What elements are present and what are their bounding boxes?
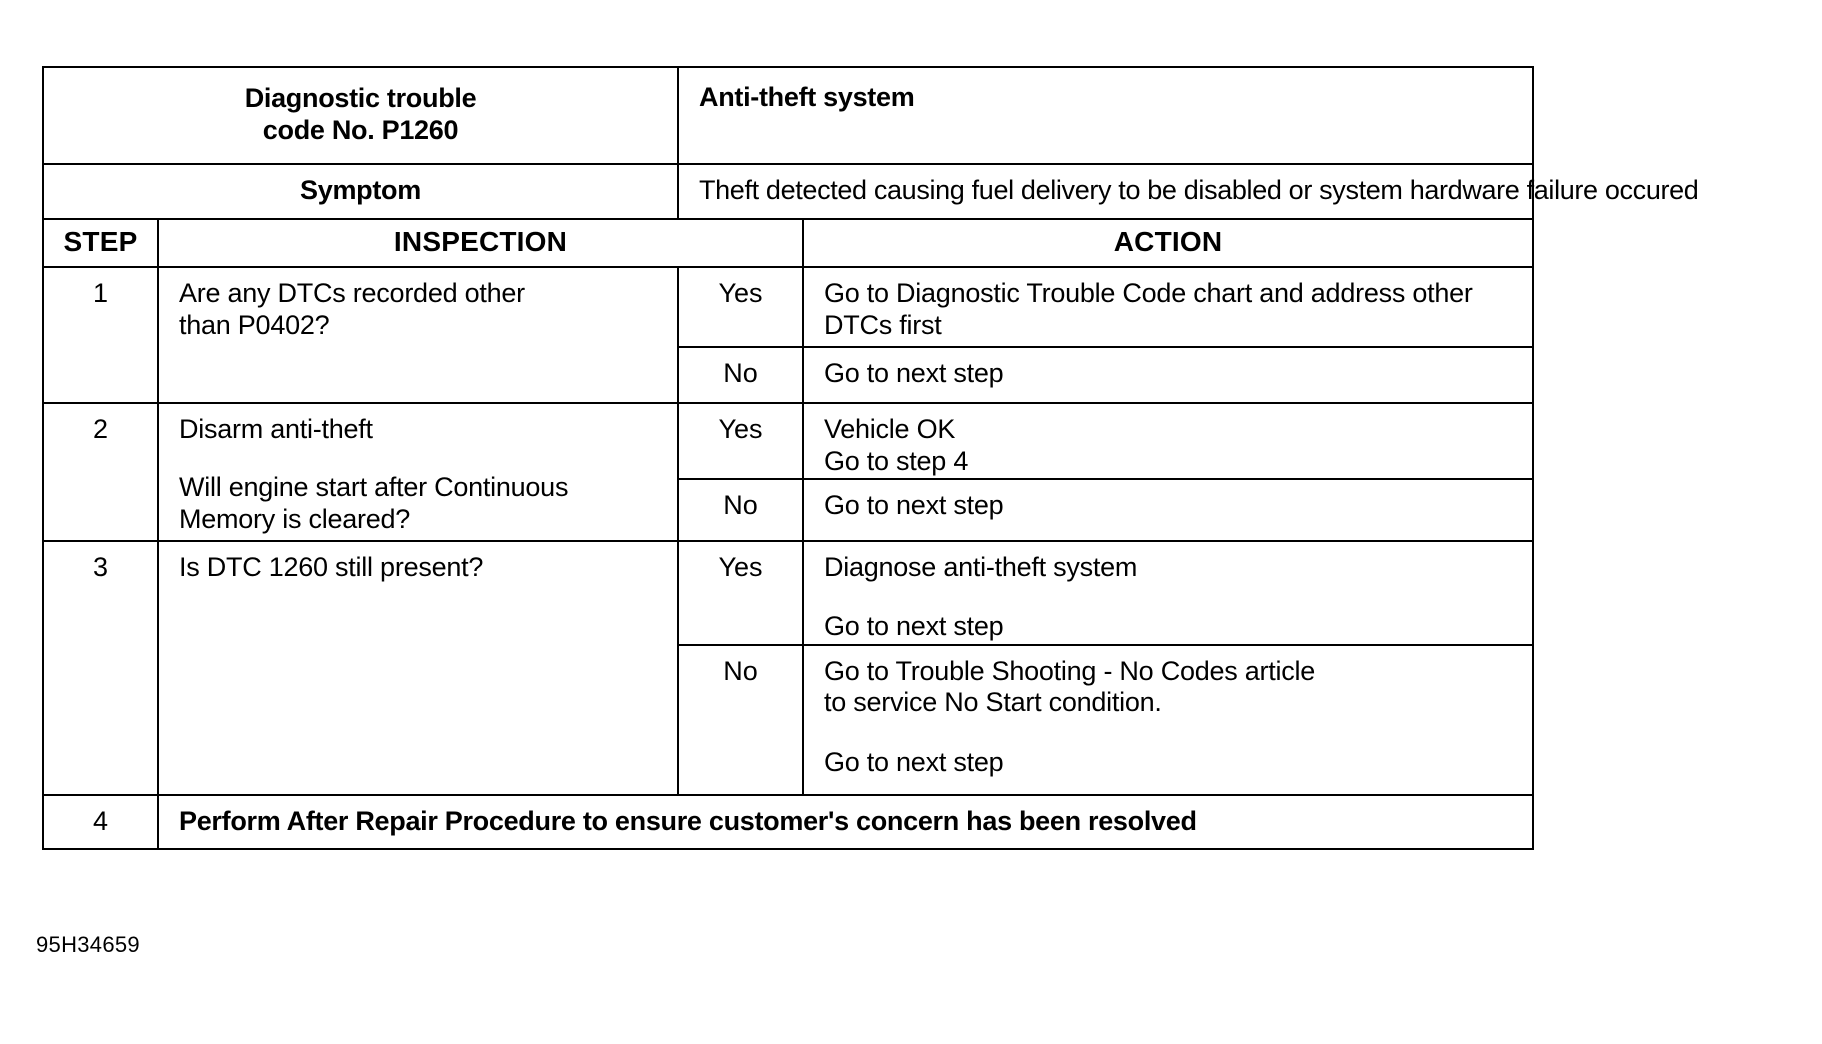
action-text-3-yes: Diagnose anti-theft system Go to next st… bbox=[804, 542, 1532, 644]
column-header-step-cell: STEP bbox=[42, 217, 159, 268]
table-row-column-headers: STEP INSPECTION ACTION bbox=[42, 217, 1534, 268]
answer-no-3: No bbox=[723, 655, 758, 686]
inspection-text-3: Is DTC 1260 still present? bbox=[159, 542, 677, 584]
answer-cell-1-no: No bbox=[677, 345, 804, 404]
inspection-spacer-2 bbox=[179, 446, 665, 472]
step-number-cell-3: 3 bbox=[42, 539, 159, 796]
action-spacer-3no bbox=[824, 719, 1522, 747]
step-number-4: 4 bbox=[92, 805, 109, 836]
action-cell-3-yes: Diagnose anti-theft system Go to next st… bbox=[802, 539, 1534, 646]
action-cell-1-yes: Go to Diagnostic Trouble Code chart and … bbox=[802, 265, 1534, 348]
action-line-3no-c: Go to next step bbox=[824, 747, 1004, 778]
column-header-inspection: INSPECTION bbox=[393, 225, 568, 257]
answer-cell-3-yes: Yes bbox=[677, 539, 804, 646]
action-cell-1-no: Go to next step bbox=[802, 345, 1534, 404]
table-row-symptom: Symptom Theft detected causing fuel deli… bbox=[42, 162, 1699, 220]
dtc-code-line1: Diagnostic trouble bbox=[244, 83, 477, 113]
action-cell-2-yes: Vehicle OK Go to step 4 bbox=[802, 401, 1534, 480]
table-row-step-1-yes: 1 Are any DTCs recorded other than P0402… bbox=[42, 265, 1534, 404]
column-header-action-cell: ACTION bbox=[802, 217, 1534, 268]
action-line-1no-a: Go to next step bbox=[824, 357, 1004, 388]
action-line-3no-a: Go to Trouble Shooting - No Codes articl… bbox=[824, 655, 1316, 686]
column-header-action: ACTION bbox=[1113, 225, 1223, 257]
answer-no-2: No bbox=[723, 489, 758, 520]
column-header-inspection-cell: INSPECTION bbox=[157, 217, 804, 268]
action-line-1yes-a: Go to Diagnostic Trouble Code chart and … bbox=[824, 277, 1473, 308]
action-line-2yes-a: Vehicle OK bbox=[824, 413, 956, 444]
table-row-step-4: 4 Perform After Repair Procedure to ensu… bbox=[42, 793, 1534, 850]
inspection-text-1: Are any DTCs recorded other than P0402? bbox=[159, 268, 677, 342]
action-text-3-no: Go to Trouble Shooting - No Codes articl… bbox=[804, 646, 1532, 780]
dtc-code-cell: Diagnostic trouble code No. P1260 bbox=[42, 66, 679, 165]
action-line-1yes-b: DTCs first bbox=[824, 309, 942, 340]
system-name: Anti-theft system bbox=[699, 82, 915, 112]
step-number-3: 3 bbox=[92, 551, 109, 582]
symptom-text: Theft detected causing fuel delivery to … bbox=[699, 174, 1699, 205]
diagnostic-trouble-code-table: Diagnostic trouble code No. P1260 Anti-t… bbox=[42, 66, 1699, 850]
dtc-code-line2: code No. P1260 bbox=[262, 115, 459, 146]
action-spacer-3yes bbox=[824, 583, 1522, 611]
inspection-line-2b: Will engine start after Continuous bbox=[179, 471, 569, 502]
table-row-step-1-no: No Go to next step bbox=[43, 345, 1534, 404]
action-cell-3-no: Go to Trouble Shooting - No Codes articl… bbox=[802, 643, 1534, 796]
answer-yes-3: Yes bbox=[718, 551, 763, 582]
inspection-line-2a: Disarm anti-theft bbox=[179, 413, 373, 444]
table-row-step-2-yes: 2 Disarm anti-theft Will engine start af… bbox=[42, 401, 1534, 542]
symptom-label: Symptom bbox=[300, 174, 421, 205]
answer-no-1: No bbox=[723, 357, 758, 388]
answer-cell-2-no: No bbox=[677, 477, 804, 542]
inspection-line-3a: Is DTC 1260 still present? bbox=[179, 551, 484, 582]
action-line-3yes-a: Diagnose anti-theft system bbox=[824, 551, 1138, 582]
final-instruction-text: Perform After Repair Procedure to ensure… bbox=[179, 805, 1197, 836]
step-number-2: 2 bbox=[92, 413, 109, 444]
inspection-line-2c: Memory is cleared? bbox=[179, 503, 411, 534]
answer-cell-2-yes: Yes bbox=[677, 401, 804, 480]
inspection-line-1b: than P0402? bbox=[179, 309, 330, 340]
answer-cell-3-no: No bbox=[677, 643, 804, 796]
final-instruction-cell: Perform After Repair Procedure to ensure… bbox=[157, 793, 1534, 850]
step-number-1: 1 bbox=[92, 277, 109, 308]
table-row-step-3-yes: 3 Is DTC 1260 still present? Yes Diagnos… bbox=[42, 539, 1534, 796]
symptom-label-cell: Symptom bbox=[42, 162, 679, 220]
inspection-cell-3: Is DTC 1260 still present? bbox=[157, 539, 679, 796]
table-row-step-3-no: No Go to Trouble Shooting - No Codes art… bbox=[43, 643, 1534, 796]
table-row-dtc-header: Diagnostic trouble code No. P1260 Anti-t… bbox=[42, 66, 1534, 165]
action-text-2-yes: Vehicle OK Go to step 4 bbox=[804, 404, 1532, 478]
table-row-step-2-no: No Go to next step bbox=[43, 477, 1534, 542]
symptom-text-cell: Theft detected causing fuel delivery to … bbox=[677, 162, 1699, 220]
inspection-text-2: Disarm anti-theft Will engine start afte… bbox=[159, 404, 677, 536]
answer-yes-2: Yes bbox=[718, 413, 763, 444]
inspection-line-1a: Are any DTCs recorded other bbox=[179, 277, 525, 308]
answer-yes-1: Yes bbox=[718, 277, 763, 308]
inspection-cell-2: Disarm anti-theft Will engine start afte… bbox=[157, 401, 679, 542]
step-number-cell-1: 1 bbox=[42, 265, 159, 404]
step-number-cell-4: 4 bbox=[42, 793, 159, 850]
dtc-code-label: Diagnostic trouble code No. P1260 bbox=[44, 68, 677, 163]
action-line-2no-a: Go to next step bbox=[824, 489, 1004, 520]
answer-cell-1-yes: Yes bbox=[677, 265, 804, 348]
action-cell-2-no: Go to next step bbox=[802, 477, 1534, 542]
action-line-2yes-b: Go to step 4 bbox=[824, 445, 969, 476]
action-line-3yes-c: Go to next step bbox=[824, 611, 1004, 642]
action-text-1-yes: Go to Diagnostic Trouble Code chart and … bbox=[804, 268, 1532, 342]
column-header-step: STEP bbox=[63, 225, 138, 257]
footer-document-code: 95H34659 bbox=[36, 932, 140, 957]
inspection-cell-1: Are any DTCs recorded other than P0402? bbox=[157, 265, 679, 404]
action-text-1-no: Go to next step bbox=[804, 348, 1532, 390]
action-line-3no-b: to service No Start condition. bbox=[824, 687, 1162, 718]
step-number-cell-2: 2 bbox=[42, 401, 159, 542]
action-text-2-no: Go to next step bbox=[804, 480, 1532, 522]
system-name-cell: Anti-theft system bbox=[677, 66, 1534, 165]
